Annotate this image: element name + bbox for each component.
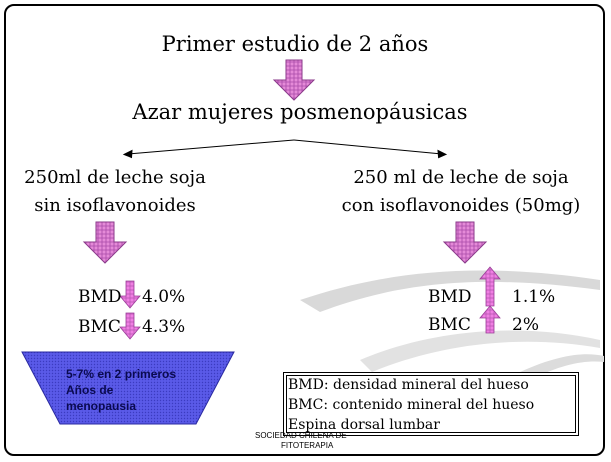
right-bmd-value: 1.1% xyxy=(512,287,556,307)
right-bmc-value: 2% xyxy=(512,315,539,335)
right-bmc-label: BMC xyxy=(428,315,471,335)
legend-line2: BMC: contenido mineral del hueso xyxy=(288,397,535,413)
right-group-line2: con isoflavonoides (50mg) xyxy=(341,195,581,216)
left-bmc-label: BMC xyxy=(78,317,121,337)
left-bmc-value: 4.3% xyxy=(142,317,186,337)
slide-subtitle: Azar mujeres posmenopáusicas xyxy=(132,100,468,124)
footer-line1: SOCIEDAD CHILENA DE xyxy=(255,431,347,440)
left-bmd-value: 4.0% xyxy=(142,287,186,307)
footer-line2: FITOTERAPIA xyxy=(281,441,334,450)
legend-line1: BMD: densidad mineral del hueso xyxy=(288,377,529,393)
legend-line3: Espina dorsal lumbar xyxy=(288,417,440,433)
trapezoid-text-line1: 5-7% en 2 primeros xyxy=(66,367,177,381)
down-arrow-icon xyxy=(272,59,316,101)
decrease-arrow-icon xyxy=(119,312,141,340)
decorative-swoosh xyxy=(300,270,600,312)
slide-title: Primer estudio de 2 años xyxy=(161,32,429,56)
down-arrow-icon xyxy=(82,221,128,264)
decorative-swoosh xyxy=(360,330,600,372)
trapezoid-text-line3: menopausia xyxy=(66,399,137,413)
right-group-line1: 250 ml de leche de soja xyxy=(353,167,569,188)
left-group-line2: sin isoflavonoides xyxy=(34,195,196,216)
down-arrow-icon xyxy=(442,221,488,264)
increase-arrow-icon xyxy=(479,305,501,334)
decrease-arrow-icon xyxy=(119,280,141,309)
trapezoid-text-line2: Años de xyxy=(66,383,114,397)
loss-trapezoid xyxy=(21,351,235,425)
left-bmd-label: BMD xyxy=(78,287,122,307)
branch-arrows xyxy=(122,139,448,159)
legend-box xyxy=(283,372,579,436)
right-bmd-label: BMD xyxy=(428,287,472,307)
left-group-line1: 250ml de leche soja xyxy=(24,167,206,188)
